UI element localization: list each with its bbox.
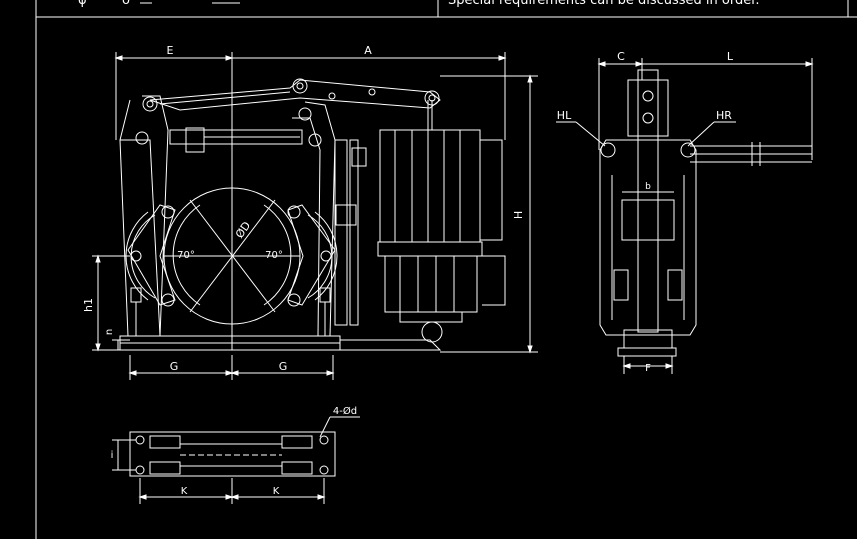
shaft — [690, 142, 812, 166]
front-view: E A H h1 n — [82, 44, 538, 380]
label-H: H — [512, 211, 525, 219]
drawing-border — [35, 0, 857, 539]
spring-rod — [169, 129, 303, 145]
thruster-body — [377, 100, 506, 343]
label-L: L — [727, 50, 734, 63]
header-symbol-delta: δ — [122, 0, 130, 8]
base-view: 4-Ød i K K — [111, 405, 360, 504]
motor-foot — [320, 339, 442, 351]
dimension-L: L — [642, 50, 814, 160]
label-i: i — [111, 450, 114, 461]
brake-wheel: ØD 70° 70° — [163, 187, 301, 325]
pivot-left — [142, 96, 158, 112]
label-HR: HR — [716, 109, 732, 122]
label-holes: 4-Ød — [333, 405, 357, 417]
header-symbol-phi: φ — [78, 0, 87, 8]
dimension-E: E — [114, 44, 234, 350]
dimension-A: A — [232, 44, 507, 140]
left-arm — [119, 99, 131, 337]
base-outline — [129, 431, 336, 477]
label-angle-left: 70° — [177, 250, 195, 261]
brake-shoe-left — [125, 204, 176, 307]
top-lever — [149, 79, 441, 111]
dimension-n: n — [104, 329, 130, 350]
label-h1: h1 — [82, 298, 95, 312]
label-F: F — [645, 363, 651, 374]
side-view: C L HL HR F — [556, 50, 814, 374]
label-n: n — [104, 329, 115, 335]
label-diameter: ØD — [233, 219, 253, 240]
label-G-left: G — [170, 360, 179, 373]
dimension-C: C — [597, 50, 644, 150]
dimension-H: H — [440, 74, 538, 354]
label-A: A — [364, 44, 372, 57]
label-K-left: K — [181, 486, 188, 497]
label-HL: HL — [557, 109, 572, 122]
label-K-right: K — [273, 486, 280, 497]
header-note: Special requirements can be discussed in… — [448, 0, 760, 8]
side-body — [599, 139, 697, 336]
label-E: E — [167, 44, 174, 57]
brake-shoe-right — [287, 204, 338, 307]
label-angle-right: 70° — [265, 250, 283, 261]
dimension-G: G G — [128, 355, 335, 380]
label-G-right: G — [279, 360, 288, 373]
label-b: b — [645, 182, 651, 192]
label-C: C — [617, 50, 625, 63]
